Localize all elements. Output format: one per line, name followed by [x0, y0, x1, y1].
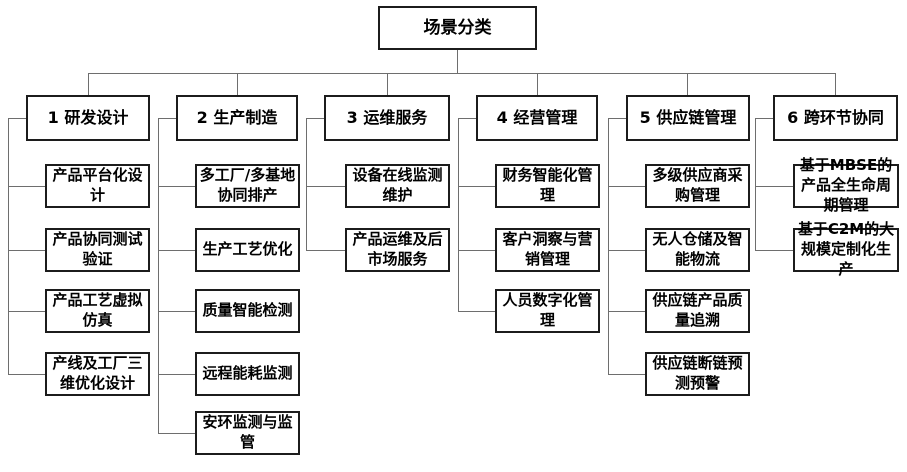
- leaf-node: 客户洞察与营销管理: [495, 228, 600, 272]
- leaf-node: 基于C2M的大规模定制化生产: [793, 220, 899, 278]
- leaf-node: 产线及工厂三维优化设计: [45, 352, 150, 396]
- connector-line: [458, 118, 459, 311]
- leaf-node: 生产工艺优化: [195, 228, 300, 272]
- connector-line: [458, 250, 495, 251]
- connector-line: [88, 73, 836, 74]
- connector-line: [608, 374, 645, 375]
- leaf-node: 多工厂/多基地协同排产: [195, 164, 300, 208]
- branch-header-management: 4 经营管理: [476, 95, 598, 141]
- branch-header-cross-link: 6 跨环节协同: [773, 95, 898, 141]
- branch-header-operations: 3 运维服务: [324, 95, 450, 141]
- root-node: 场景分类: [378, 6, 537, 50]
- leaf-node: 基于MBSE的产品全生命周期管理: [793, 156, 899, 214]
- branch-header-rd-design: 1 研发设计: [26, 95, 150, 141]
- connector-line: [608, 118, 609, 374]
- connector-line: [755, 250, 793, 251]
- leaf-node: 多级供应商采购管理: [645, 164, 750, 208]
- connector-line: [158, 374, 195, 375]
- connector-line: [537, 73, 538, 95]
- connector-line: [306, 118, 324, 119]
- leaf-node: 安环监测与监管: [195, 411, 300, 455]
- connector-line: [755, 118, 773, 119]
- leaf-node: 产品平台化设计: [45, 164, 150, 208]
- connector-line: [158, 118, 176, 119]
- branch-header-production: 2 生产制造: [176, 95, 298, 141]
- connector-line: [835, 73, 836, 95]
- connector-line: [458, 311, 495, 312]
- leaf-node: 产品运维及后市场服务: [345, 228, 450, 272]
- connector-line: [608, 118, 626, 119]
- leaf-node: 人员数字化管理: [495, 289, 600, 333]
- leaf-node: 设备在线监测维护: [345, 164, 450, 208]
- leaf-node: 产品协同测试验证: [45, 228, 150, 272]
- connector-line: [687, 73, 688, 95]
- connector-line: [237, 73, 238, 95]
- leaf-node: 远程能耗监测: [195, 352, 300, 396]
- connector-line: [8, 311, 45, 312]
- connector-line: [8, 250, 45, 251]
- connector-line: [608, 250, 645, 251]
- connector-line: [158, 311, 195, 312]
- connector-line: [8, 374, 45, 375]
- connector-line: [457, 50, 458, 73]
- connector-line: [8, 186, 45, 187]
- connector-line: [755, 186, 793, 187]
- connector-line: [306, 118, 307, 250]
- connector-line: [608, 186, 645, 187]
- connector-line: [755, 118, 756, 250]
- connector-line: [158, 186, 195, 187]
- connector-line: [158, 118, 159, 433]
- connector-line: [306, 186, 345, 187]
- connector-line: [158, 433, 195, 434]
- connector-line: [8, 118, 9, 374]
- connector-line: [88, 73, 89, 95]
- connector-line: [458, 118, 476, 119]
- connector-line: [8, 118, 26, 119]
- leaf-node: 质量智能检测: [195, 289, 300, 333]
- branch-header-supply-chain: 5 供应链管理: [626, 95, 750, 141]
- connector-line: [387, 73, 388, 95]
- leaf-node: 产品工艺虚拟仿真: [45, 289, 150, 333]
- leaf-node: 无人仓储及智能物流: [645, 228, 750, 272]
- leaf-node: 供应链断链预测预警: [645, 352, 750, 396]
- leaf-node: 财务智能化管理: [495, 164, 600, 208]
- connector-line: [608, 311, 645, 312]
- connector-line: [458, 186, 495, 187]
- connector-line: [158, 250, 195, 251]
- connector-line: [306, 250, 345, 251]
- leaf-node: 供应链产品质量追溯: [645, 289, 750, 333]
